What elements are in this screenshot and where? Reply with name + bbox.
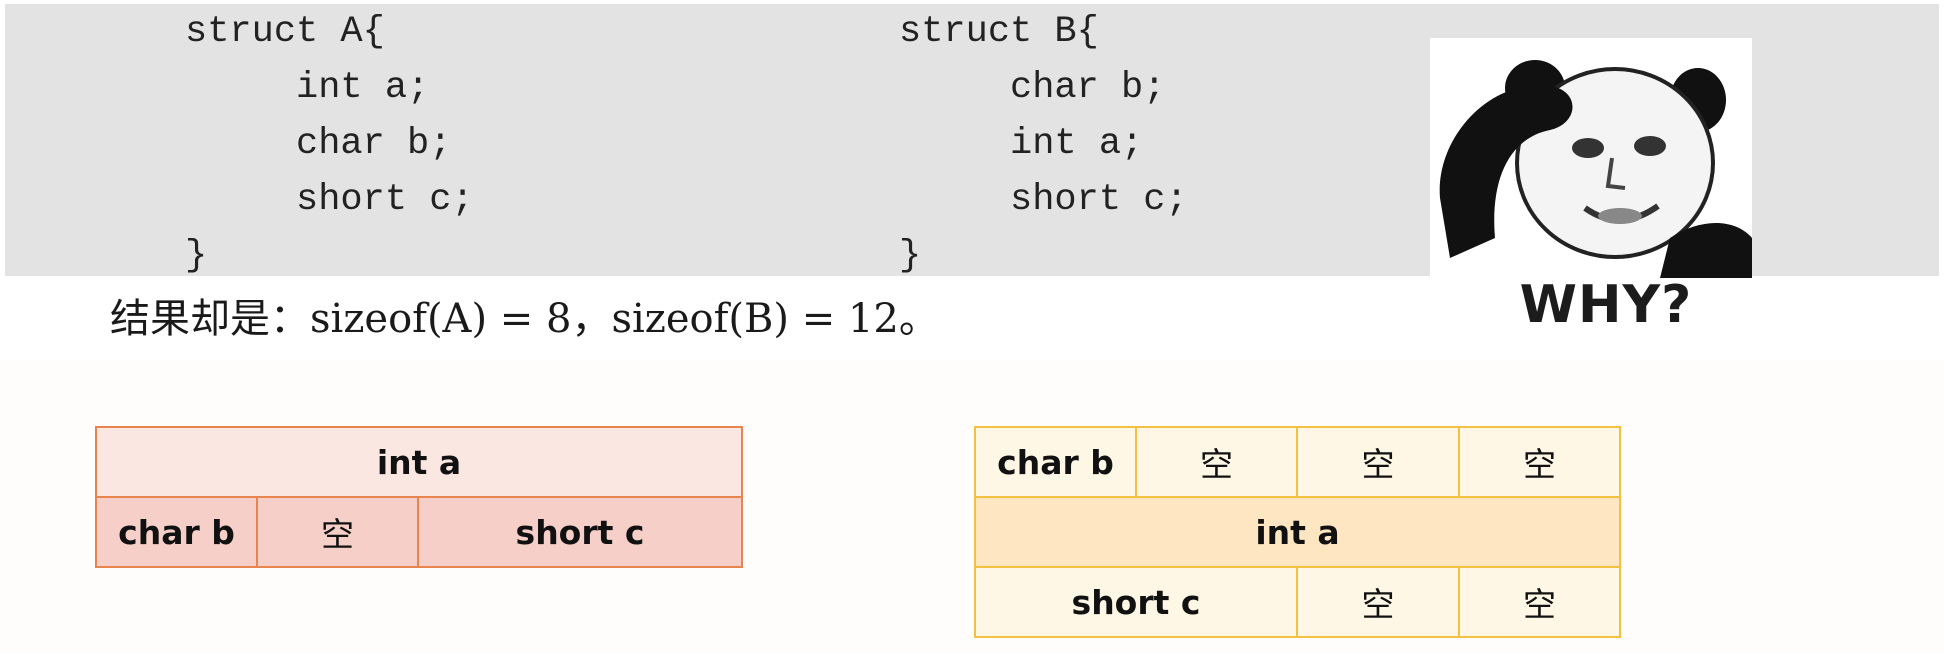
table-b-cell-char-b: char b xyxy=(974,426,1137,498)
table-a-cell-char-b: char b xyxy=(95,496,258,568)
table-b-cell-padding: 空 xyxy=(1296,426,1460,498)
panda-meme-image xyxy=(1430,38,1752,278)
struct-b-memory-layout: char b 空 空 空 int a short c 空 空 xyxy=(974,426,1621,638)
table-b-cell-padding: 空 xyxy=(1458,566,1621,638)
table-b-cell-int-a: int a xyxy=(974,496,1621,568)
result-text: 结果却是：sizeof(A) = 8，sizeof(B) = 12。 xyxy=(110,296,939,342)
struct-b-code: struct B{ char b; int a; short c; } xyxy=(899,11,1188,277)
table-b-cell-padding: 空 xyxy=(1458,426,1621,498)
panda-meme-icon xyxy=(1439,60,1752,278)
table-b-cell-short-c: short c xyxy=(974,566,1298,638)
table-a-cell-int-a: int a xyxy=(95,426,743,498)
table-a-cell-short-c: short c xyxy=(417,496,743,568)
table-a-cell-padding: 空 xyxy=(256,496,419,568)
meme-caption: WHY? xyxy=(1519,275,1693,335)
table-b-cell-padding: 空 xyxy=(1135,426,1298,498)
struct-a-code: struct A{ int a; char b; short c; } xyxy=(185,11,474,277)
struct-a-memory-layout: int a char b 空 short c xyxy=(95,426,743,568)
table-b-cell-padding: 空 xyxy=(1296,566,1460,638)
